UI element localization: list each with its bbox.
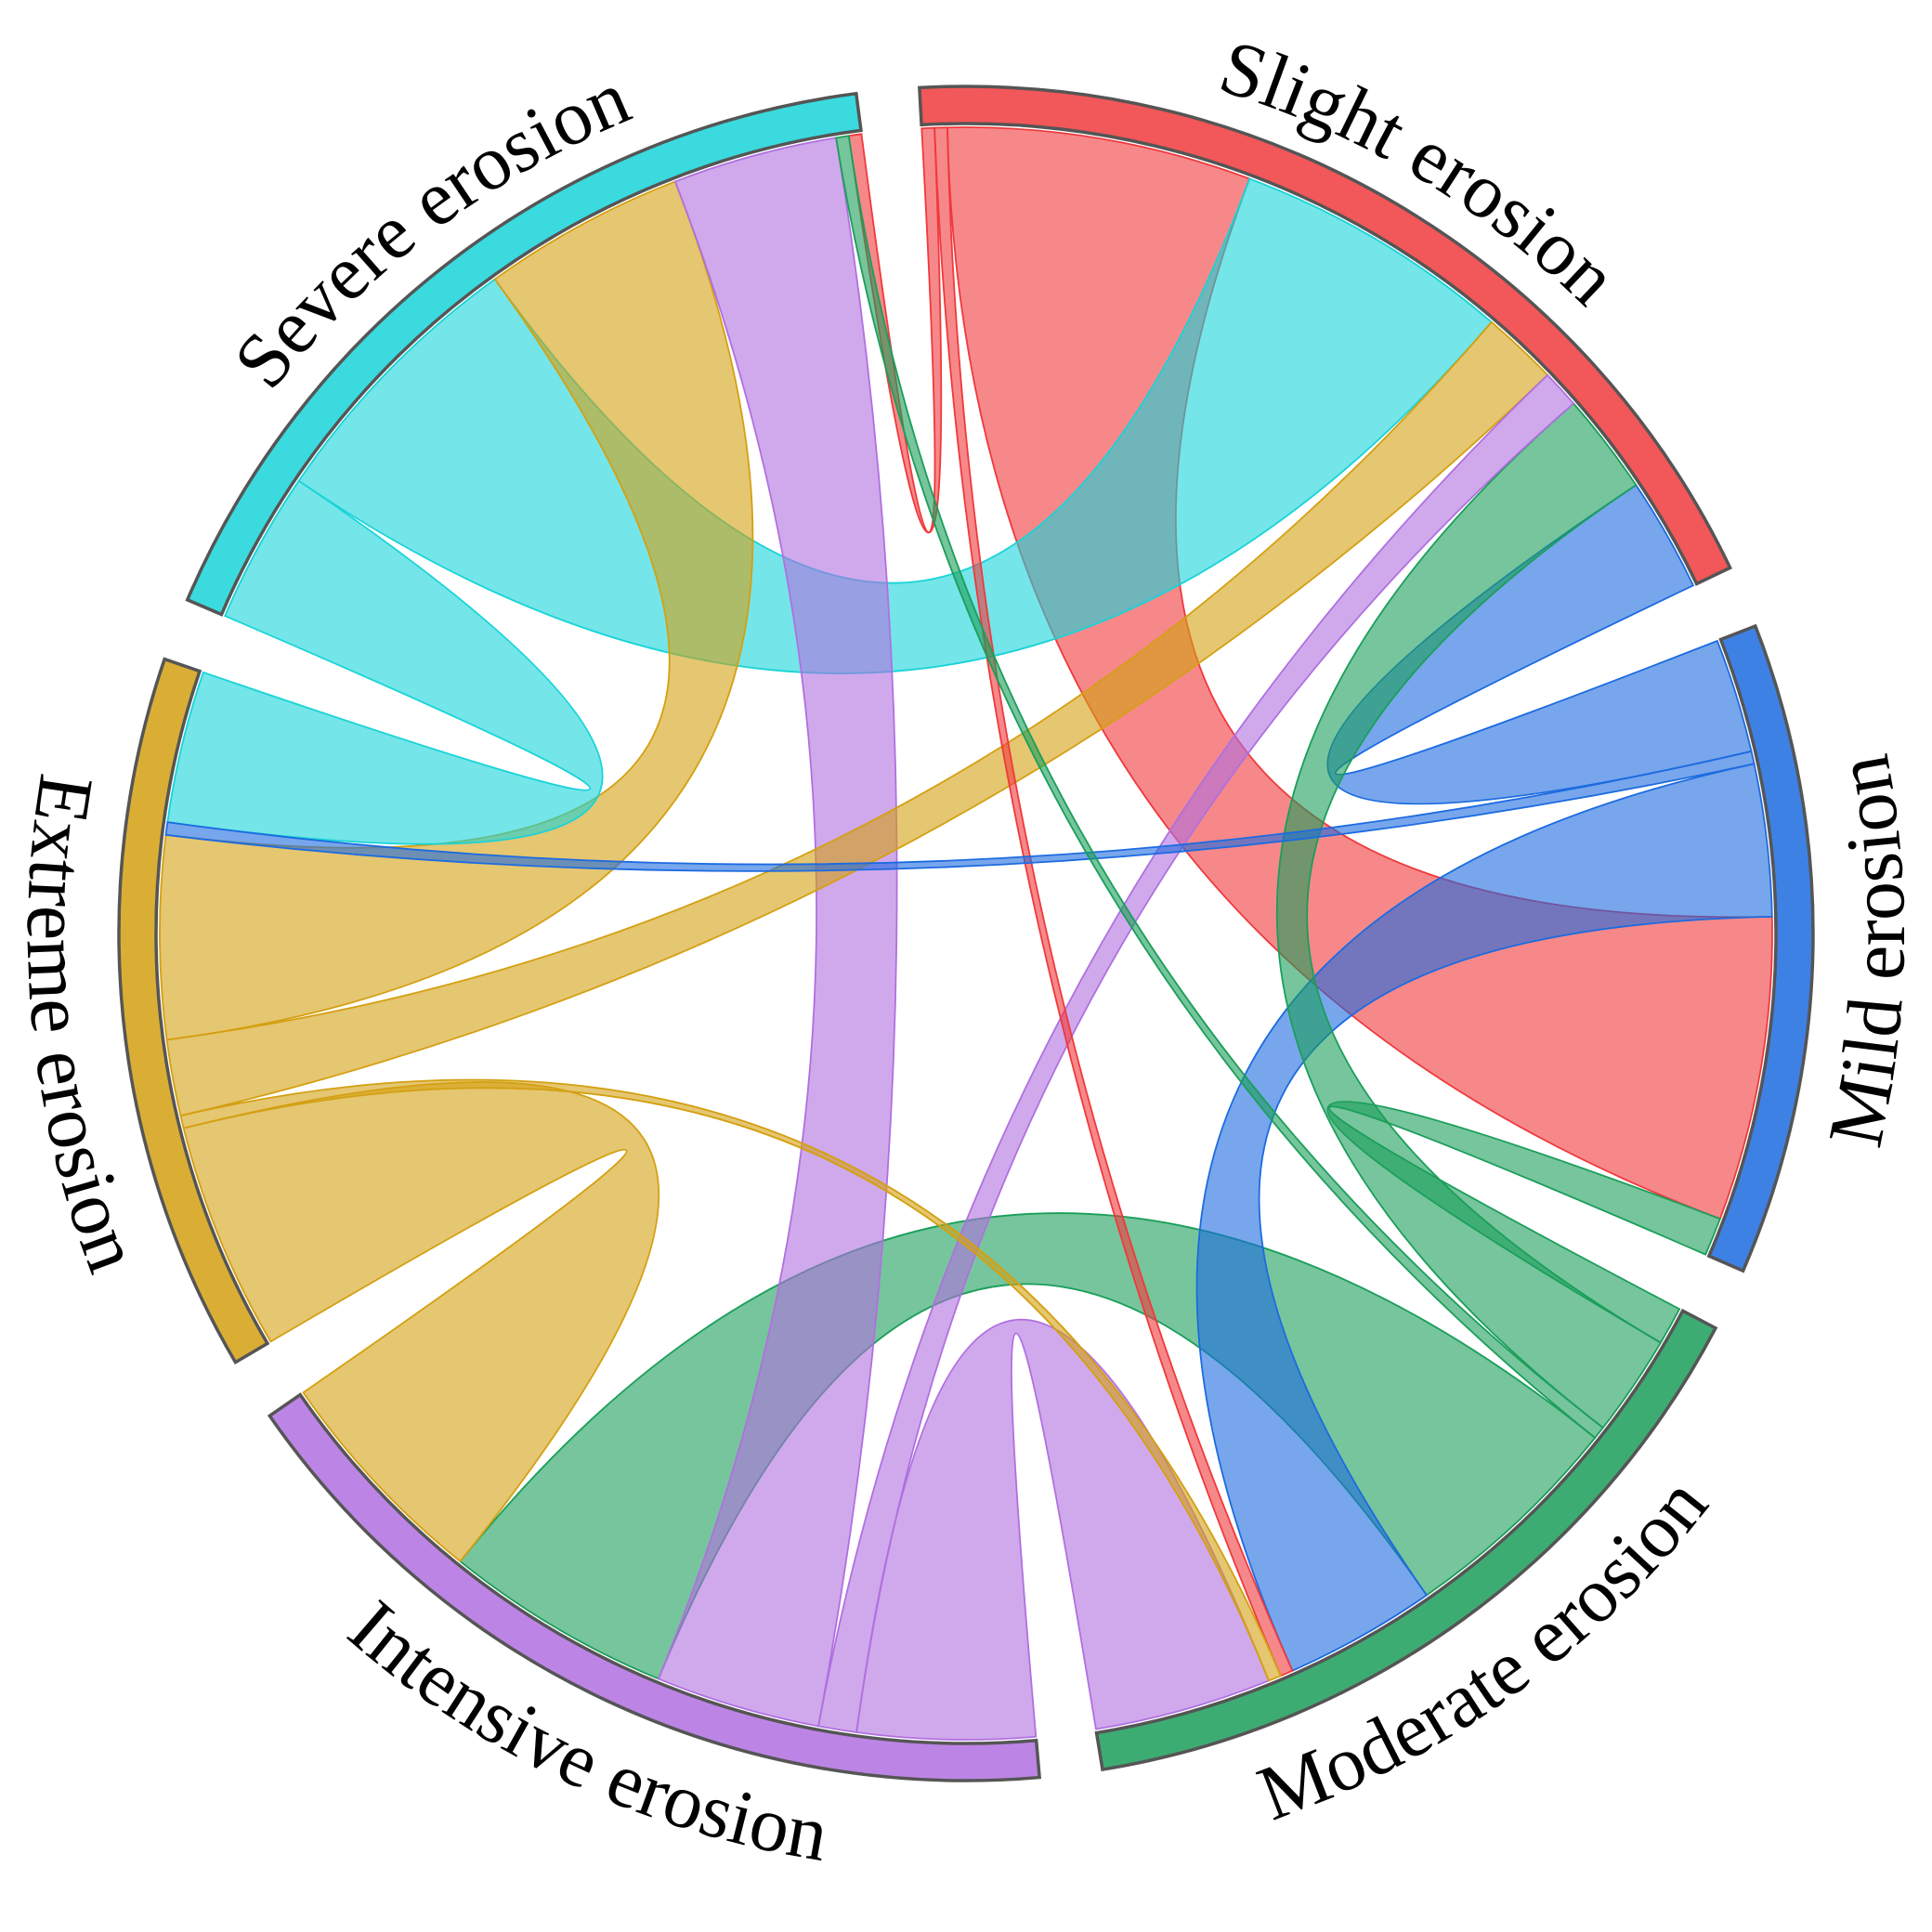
group-arc-severe-erosion bbox=[185, 91, 863, 617]
ribbon-intensive-erosion-to-slight-erosion bbox=[817, 373, 1575, 1733]
ribbon-intensive-erosion-to-severe-erosion bbox=[657, 137, 898, 1728]
group-arc-mild-erosion bbox=[1706, 623, 1815, 1273]
group-arc-extreme-erosion bbox=[117, 657, 270, 1365]
ribbon-mild-erosion-to-extreme-erosion bbox=[164, 750, 1756, 872]
group-arc-slight-erosion bbox=[918, 85, 1732, 586]
ribbon-layer bbox=[159, 126, 1773, 1741]
ribbon-extreme-erosion-to-slight-erosion bbox=[165, 320, 1549, 1117]
ribbon-moderate-erosion-to-mild-erosion bbox=[1326, 1101, 1721, 1344]
group-label-text: Mild erosion bbox=[1812, 749, 1922, 1154]
group-arc-intensive-erosion bbox=[267, 1392, 1042, 1782]
group-label-mild-erosion: Mild erosion bbox=[1812, 749, 1922, 1154]
ribbon-moderate-erosion-to-severe-erosion bbox=[835, 135, 1605, 1440]
ribbon-slight-erosion-to-moderate-erosion bbox=[933, 126, 1294, 1677]
group-arc-moderate-erosion bbox=[1094, 1308, 1718, 1772]
ribbon-extreme-erosion-to-moderate-erosion bbox=[179, 1078, 1282, 1682]
group-arc-layer bbox=[117, 85, 1815, 1782]
